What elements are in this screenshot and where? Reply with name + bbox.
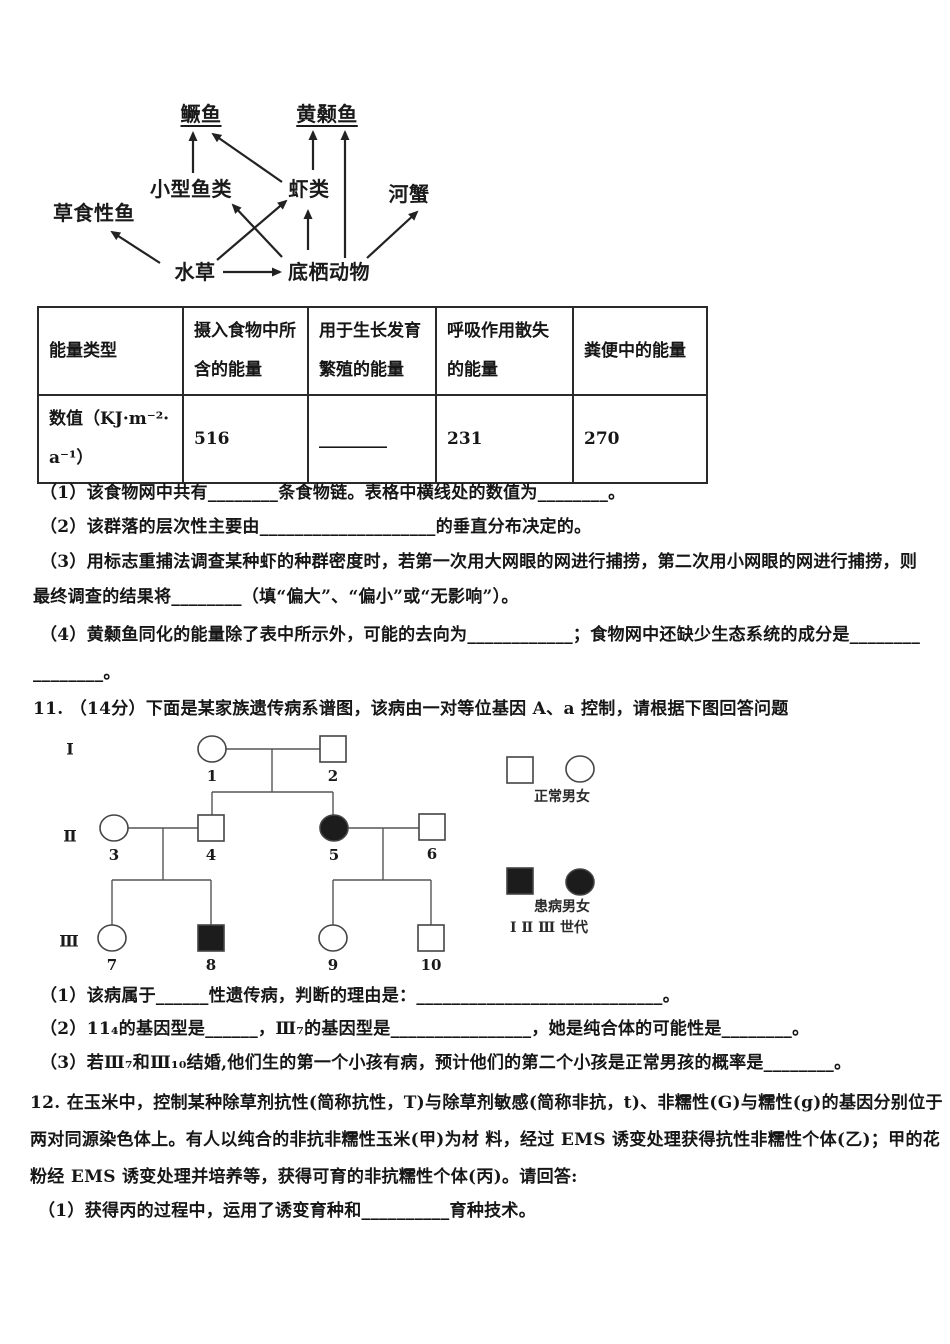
q12-line-3: 粉经 EMS 诱变处理并培养等，获得可育的非抗糯性个体(丙)。请回答: xyxy=(30,1167,578,1187)
q10-part-3-cont: 最终调查的结果将________（填“偏大”、“偏小”或“无影响”）。 xyxy=(33,587,519,607)
table-header-cell: 能量类型 xyxy=(37,305,184,397)
pedigree-individual-number: 7 xyxy=(107,956,117,974)
pedigree-individual xyxy=(99,814,129,842)
q12-line-2: 两对同源染色体上。有人以纯合的非抗非糯性玉米(甲)为材 料，经过 EMS 诱变处… xyxy=(30,1130,941,1150)
pedigree-generation-label: Ⅲ xyxy=(59,932,78,951)
pedigree-individual-number: 6 xyxy=(427,845,437,863)
q11-part-2: （2）11₄的基因型是______，Ⅲ₇的基因型是_______________… xyxy=(40,1019,810,1039)
q12-line-1: 12. 在玉米中，控制某种除草剂抗性(简称抗性，T)与除草剂敏感(简称非抗，t)… xyxy=(30,1093,943,1113)
table-value-cell: 516 xyxy=(182,394,309,485)
table-value-cell: ________ xyxy=(307,394,437,485)
q11-part-1: （1）该病属于______性遗传病，判断的理由是：_______________… xyxy=(40,986,681,1006)
food-web-arrow xyxy=(211,132,283,183)
pedigree-legend-label: Ⅰ Ⅱ Ⅲ 世代 xyxy=(510,919,588,936)
pedigree-individual xyxy=(197,735,227,763)
pedigree-individual xyxy=(418,813,446,841)
food-web-node: 黄颡鱼 xyxy=(296,102,358,126)
q10-part-2: （2）该群落的层次性主要由____________________的垂直分布决定… xyxy=(40,517,592,537)
pedigree-individual-number: 8 xyxy=(206,956,216,974)
pedigree-generation-label: Ⅱ xyxy=(63,827,76,846)
pedigree-individual-number: 10 xyxy=(421,956,442,974)
food-web-arrow xyxy=(216,199,288,261)
pedigree-individual xyxy=(97,924,127,952)
pedigree-generation-label: Ⅰ xyxy=(66,740,73,759)
pedigree-individual-number: 9 xyxy=(328,956,338,974)
food-web-arrow xyxy=(366,210,419,259)
food-web-node: 虾类 xyxy=(289,177,330,201)
table-value-cell: 231 xyxy=(435,394,574,485)
pedigree-legend-shape xyxy=(565,868,595,896)
q11-part-3: （3）若Ⅲ₇和Ⅲ₁₀结婚,他们生的第一个小孩有病，预计他们的第二个小孩是正常男孩… xyxy=(40,1053,852,1073)
pedigree-individual xyxy=(417,924,445,952)
food-web-node: 河蟹 xyxy=(389,182,430,206)
q12-part-1: （1）获得丙的过程中，运用了诱变育种和__________育种技术。 xyxy=(38,1201,537,1221)
pedigree-legend-shape xyxy=(506,756,534,784)
table-value-row: 数值（KJ·m⁻²·a⁻¹） 516 ________ 231 270 xyxy=(37,394,708,485)
food-web-node: 底栖动物 xyxy=(288,260,370,284)
energy-table: 能量类型 摄入食物中所含的能量 用于生长发育繁殖的能量 呼吸作用散失的能量 粪便… xyxy=(37,305,708,485)
pedigree-legend-shape xyxy=(565,755,595,783)
table-header-cell: 粪便中的能量 xyxy=(572,305,708,397)
pedigree-individual xyxy=(197,814,225,842)
pedigree-individual xyxy=(319,814,349,842)
q10-part-1: （1）该食物网中共有________条食物链。表格中横线处的数值为_______… xyxy=(40,483,626,503)
pedigree-individual-number: 1 xyxy=(207,767,217,785)
food-web-node: 草食性鱼 xyxy=(53,201,135,225)
table-header-row: 能量类型 摄入食物中所含的能量 用于生长发育繁殖的能量 呼吸作用散失的能量 粪便… xyxy=(37,305,708,397)
pedigree-individual xyxy=(319,735,347,763)
food-web-node: 水草 xyxy=(175,260,216,284)
q11-heading: 11. （14分）下面是某家族遗传病系谱图，该病由一对等位基因 A、a 控制，请… xyxy=(33,699,789,719)
q10-part-4-cont: ________。 xyxy=(33,663,121,683)
pedigree-individual xyxy=(197,924,225,952)
pedigree-legend-shape xyxy=(506,867,534,895)
food-web-arrow xyxy=(110,230,161,264)
table-value-cell: 270 xyxy=(572,394,708,485)
pedigree-individual-number: 4 xyxy=(206,846,216,864)
pedigree-individual-number: 5 xyxy=(329,846,339,864)
q10-part-4: （4）黄颡鱼同化的能量除了表中所示外，可能的去向为____________；食物… xyxy=(40,625,921,645)
food-web-arrow xyxy=(231,203,283,258)
table-header-cell: 用于生长发育繁殖的能量 xyxy=(307,305,437,397)
pedigree-legend-label: 患病男女 xyxy=(534,898,590,915)
pedigree-individual-number: 3 xyxy=(109,846,119,864)
pedigree-individual xyxy=(318,924,348,952)
table-header-cell: 摄入食物中所含的能量 xyxy=(182,305,309,397)
table-header-cell: 呼吸作用散失的能量 xyxy=(435,305,574,397)
q10-part-3: （3）用标志重捕法调查某种虾的种群密度时，若第一次用大网眼的网进行捕捞，第二次用… xyxy=(40,552,918,572)
food-web-node: 小型鱼类 xyxy=(150,177,232,201)
pedigree-legend-label: 正常男女 xyxy=(534,788,590,805)
table-value-cell: 数值（KJ·m⁻²·a⁻¹） xyxy=(37,394,184,485)
food-web-node: 鳜鱼 xyxy=(181,102,222,126)
pedigree-individual-number: 2 xyxy=(328,767,338,785)
